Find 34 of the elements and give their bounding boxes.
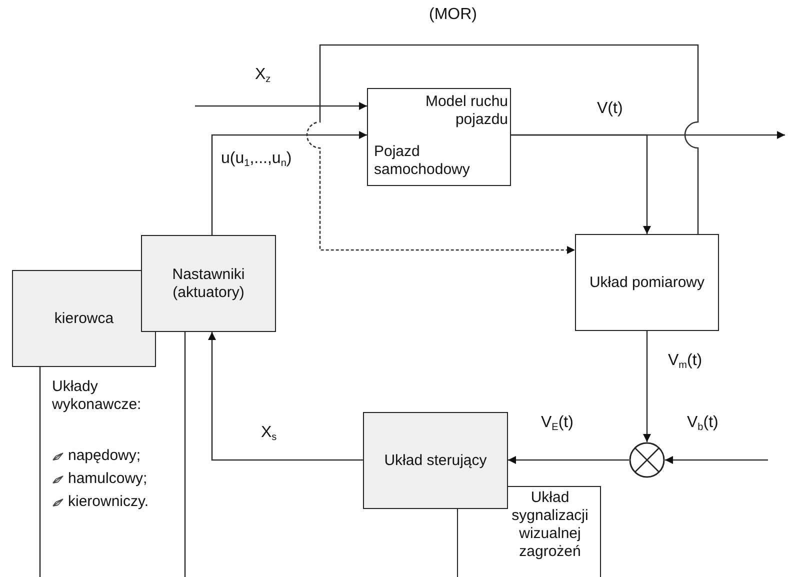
edge-label: V$_{E}$(t) [540, 414, 574, 433]
edge-label: (MOR) [428, 6, 478, 24]
edge-label: V$_{b}$(t) [686, 414, 720, 433]
block [12, 270, 156, 367]
list-heading: Układy wykonawcze: [52, 378, 142, 414]
block-label: Układ sygnalizacji wizualnej zagrożeń [510, 489, 590, 561]
list-item: napędowy; [68, 447, 141, 465]
summing-junction [629, 442, 665, 478]
block-label: kierowca [53, 310, 115, 328]
block-label: Układ sterujący [383, 452, 488, 470]
connector-arrow [195, 102, 367, 110]
block [363, 412, 508, 509]
block-label: Model ruchu pojazdu [424, 93, 508, 129]
edge-label: X$_{s}$ [260, 424, 278, 443]
list-item: kierowniczy. [68, 493, 149, 511]
connector-arrow [208, 332, 363, 461]
connector-arrow [508, 456, 629, 464]
block-label: Układ pomiarowy [588, 274, 706, 292]
block [367, 88, 511, 186]
block [141, 235, 276, 332]
connector-arrow [665, 456, 768, 464]
connector-arrow [511, 134, 651, 234]
connector-arrow [306, 44, 699, 254]
block-label: Pojazd samochodowy [374, 143, 471, 179]
edge-label: V(t) [596, 100, 624, 118]
edge-label: V$_{m}$(t) [667, 352, 704, 371]
connector-arrow [211, 131, 367, 235]
block [457, 486, 601, 577]
block-label: Nastawniki (aktuatory) [171, 266, 246, 302]
list-item: hamulcowy; [68, 470, 148, 488]
block [575, 234, 719, 331]
connector-arrow [643, 331, 651, 442]
edge-label: X$_{z}$ [254, 66, 272, 85]
edge-label: u(u$_{1}$,...,u$_{n}$) [220, 150, 293, 169]
